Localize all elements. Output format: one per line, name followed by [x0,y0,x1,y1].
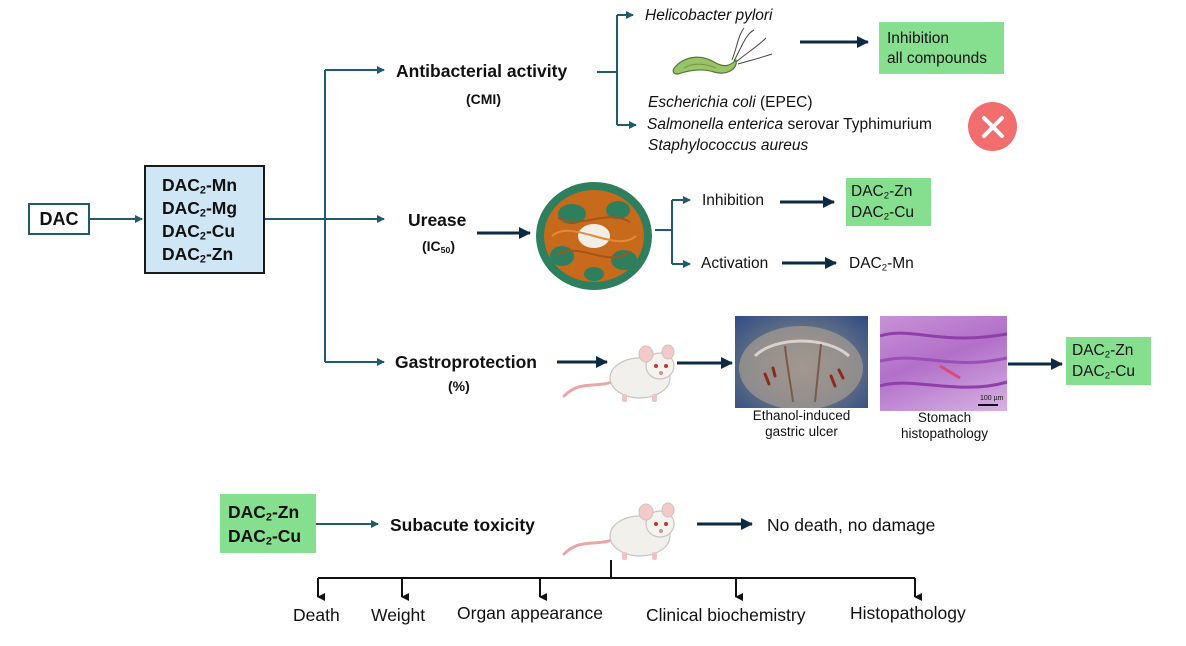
toxicity-compounds-box: DAC2-Zn DAC2-Cu [220,494,316,553]
endpoint-death: Death [293,605,340,625]
histopathology-image: 100 µm [880,316,1007,411]
histo-caption: Stomach histopathology [900,410,989,441]
inhibition-line: Inhibition [887,30,950,47]
urease-inhibitor-cu: DAC2-Cu [851,204,915,223]
complex-mn: DAC2-Mn [162,174,238,197]
urease-activator: DAC2-Mn [849,255,914,274]
gastro-result-cu: DAC2-Cu [1072,363,1136,382]
scale-bar-label: 100 µm [980,395,1004,402]
inhibition-all-box: Inhibition all compounds [879,22,1004,74]
complexes-box: DAC2-Mn DAC2-Mg DAC2-Cu DAC2-Zn [144,165,265,274]
endpoint-clinical-biochemistry: Clinical biochemistry [646,605,806,625]
all-compounds-line: all compounds [887,50,987,67]
gastric-ulcer-photo [735,316,868,408]
endpoint-organ-appearance: Organ appearance [457,603,603,623]
urease-inhibitors-box: DAC2-Zn DAC2-Cu [846,178,931,226]
rat-icon-toxicity [562,502,675,560]
toxicity-result: No death, no damage [767,515,936,535]
complex-cu: DAC2-Cu [162,220,236,243]
gastro-unit: (%) [448,378,470,394]
urease-structure-icon [536,182,652,290]
gastro-title: Gastroprotection [395,352,537,372]
endpoint-histopathology: Histopathology [850,603,966,623]
complex-mg: DAC2-Mg [162,197,238,220]
antibacterial-title: Antibacterial activity [396,61,568,81]
urease-activation-label: Activation [701,255,769,272]
complex-zn: DAC2-Zn [162,243,234,266]
ulcer-caption: Ethanol-induced gastric ulcer [752,408,851,439]
dac-box: DAC [28,203,90,235]
urease-inhibition-label: Inhibition [702,192,765,209]
toxicity-compound-cu: DAC2-Cu [228,526,302,548]
urease-inhibitor-zn: DAC2-Zn [851,183,913,202]
toxicity-title: Subacute toxicity [390,515,535,535]
salmonella-label: Salmonella enterica serovar Typhimurium [647,116,932,133]
hpylori-label: Helicobacter pylori [645,7,773,24]
endpoint-weight: Weight [371,605,426,625]
dac-label: DAC [39,208,79,229]
toxicity-compound-zn: DAC2-Zn [228,502,300,524]
ecoli-label: Escherichia coli (EPEC) [648,94,813,111]
staph-label: Staphylococcus aureus [648,137,809,154]
urease-title: Urease [408,210,467,230]
bacterium-icon [672,27,773,75]
urease-unit: (IC50) [422,238,455,256]
rat-icon [562,344,675,402]
gastro-result-zn: DAC2-Zn [1072,342,1134,361]
no-effect-x-icon [968,102,1017,151]
gastro-results-box: DAC2-Zn DAC2-Cu [1066,337,1151,385]
antibacterial-unit: (CMI) [466,91,501,107]
